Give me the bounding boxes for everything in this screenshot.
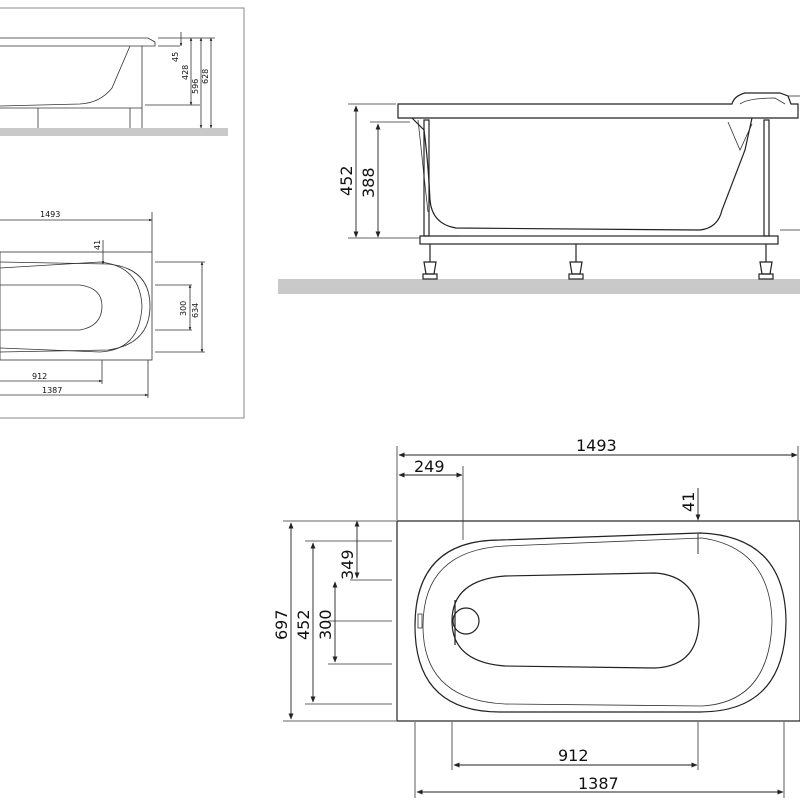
inset-dim-41: 41 [93,240,102,250]
inset-frame [0,7,245,419]
side-dim-452: 452 [337,165,356,196]
drain-circle [452,607,480,635]
tub-body [411,117,753,231]
basin-outer [414,532,787,713]
plan-dim-249: 249 [414,457,445,476]
tub-outline [396,520,800,722]
leg-middle [568,244,584,280]
inset-dim-428: 428 [181,65,190,80]
plan-dim-697: 697 [272,609,291,640]
overflow-mark [417,613,423,629]
frame-base [419,235,779,245]
plan-dim-300: 300 [316,609,335,640]
tub-rim [397,92,799,119]
basin-inner [451,572,700,669]
inset-dim-1387: 1387 [42,386,62,395]
frame-upright-left [423,119,430,237]
plan-dim-349: 349 [338,549,357,580]
leg-right [758,244,774,280]
inset-dim-45: 45 [171,52,180,62]
inset-dim-300: 300 [179,301,188,316]
frame-upright-right [763,119,770,237]
inset-dim-912: 912 [32,372,47,381]
floor-bar [278,279,800,294]
inset-side-view: 45 428 596 628 [0,32,228,136]
side-dim-388: 388 [359,167,378,198]
side-view: 452 388 [278,92,800,294]
inset-panel: 45 428 596 628 1493 41 300 634 [0,7,245,419]
inset-dim-634: 634 [191,303,200,318]
inset-dim-1493: 1493 [40,210,60,219]
inset-dim-628: 628 [201,69,210,84]
plan-dim-1387: 1387 [578,774,619,793]
leg-left [422,244,438,280]
inset-plan-view: 1493 41 300 634 912 1387 [0,210,205,398]
plan-dim-1493: 1493 [576,436,617,455]
inset-dim-596: 596 [191,79,200,94]
plan-dim-912: 912 [558,746,589,765]
plan-dim-41: 41 [679,492,698,512]
inset-floor [0,128,228,136]
plan-dim-452: 452 [294,609,313,640]
plan-view: 1493 249 41 697 452 300 349 912 1387 [272,436,800,798]
